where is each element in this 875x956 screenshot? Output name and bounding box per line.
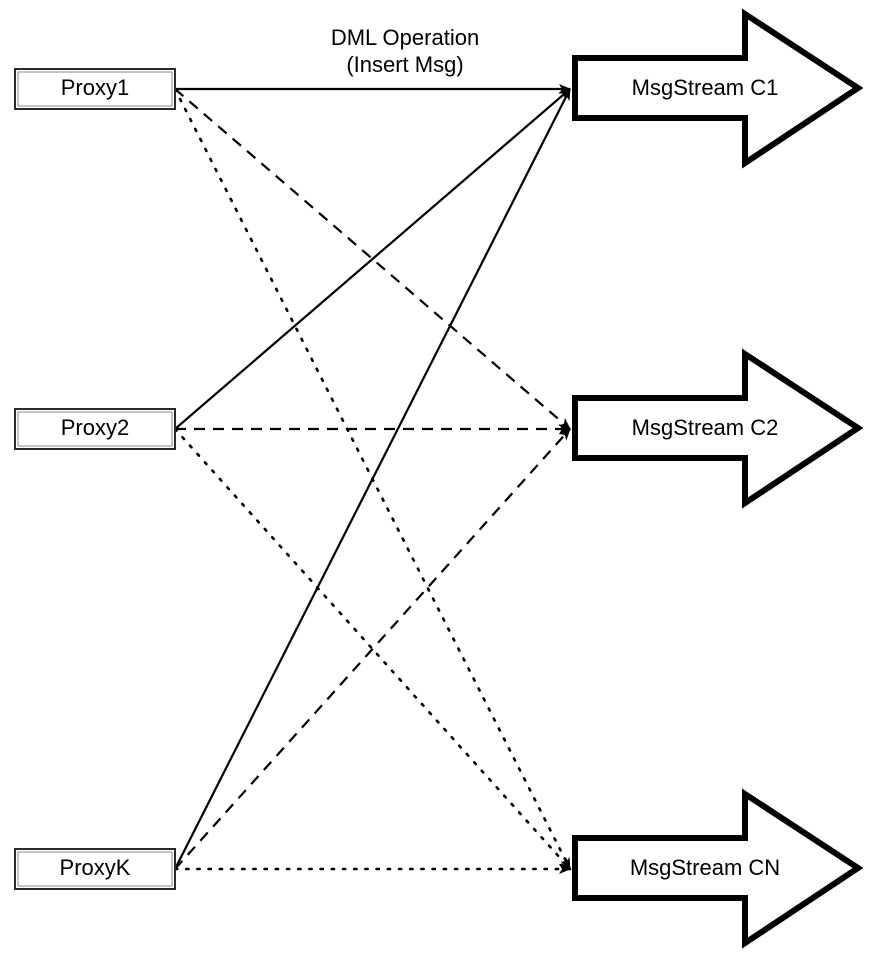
proxy-label: Proxy1 — [61, 75, 129, 100]
connection-line-dotted — [173, 427, 572, 871]
stream-msgstream_c1: MsgStream C1 — [572, 8, 864, 169]
block-arrow-icon — [572, 8, 864, 169]
connections-layer — [173, 84, 572, 874]
connection-pk-c1 — [174, 88, 571, 870]
proxy-box — [14, 68, 176, 110]
connection-p1-c2 — [174, 88, 571, 430]
proxy-box-inner-border — [17, 411, 173, 447]
node-proxy1[interactable]: Proxy1 — [14, 68, 176, 110]
proxy-box — [14, 848, 176, 890]
stream-label: MsgStream C1 — [632, 75, 779, 100]
edge-label-dml-operation: DML Operation (Insert Msg) — [331, 25, 479, 77]
connection-line-dashed — [174, 428, 571, 870]
stream-msgstream_cn: MsgStream CN — [572, 788, 864, 949]
connection-pk-c2 — [174, 428, 571, 870]
connection-line-solid — [174, 88, 571, 870]
stream-label: MsgStream C2 — [632, 415, 779, 440]
streams-layer: MsgStream C1 MsgStream C2 MsgStream CN — [572, 8, 864, 949]
proxy-label: Proxy2 — [61, 415, 129, 440]
connection-line-solid — [174, 88, 571, 430]
edge-label-line2: (Insert Msg) — [346, 52, 463, 77]
proxy-box — [14, 408, 176, 450]
edge-label-line1: DML Operation — [331, 25, 479, 50]
proxy-label: ProxyK — [60, 855, 131, 880]
proxy-box-inner-border — [17, 71, 173, 107]
block-arrow-icon — [572, 788, 864, 949]
stream-msgstream_c2: MsgStream C2 — [572, 348, 864, 509]
node-proxy2[interactable]: Proxy2 — [14, 408, 176, 450]
proxy-box-inner-border — [17, 851, 173, 887]
block-arrow-icon — [572, 348, 864, 509]
stream-label: MsgStream CN — [630, 855, 780, 880]
connection-p2-c1 — [174, 88, 571, 430]
connection-line-dashed — [174, 88, 571, 430]
connection-p2-cn — [173, 427, 572, 871]
node-proxyk[interactable]: ProxyK — [14, 848, 176, 890]
